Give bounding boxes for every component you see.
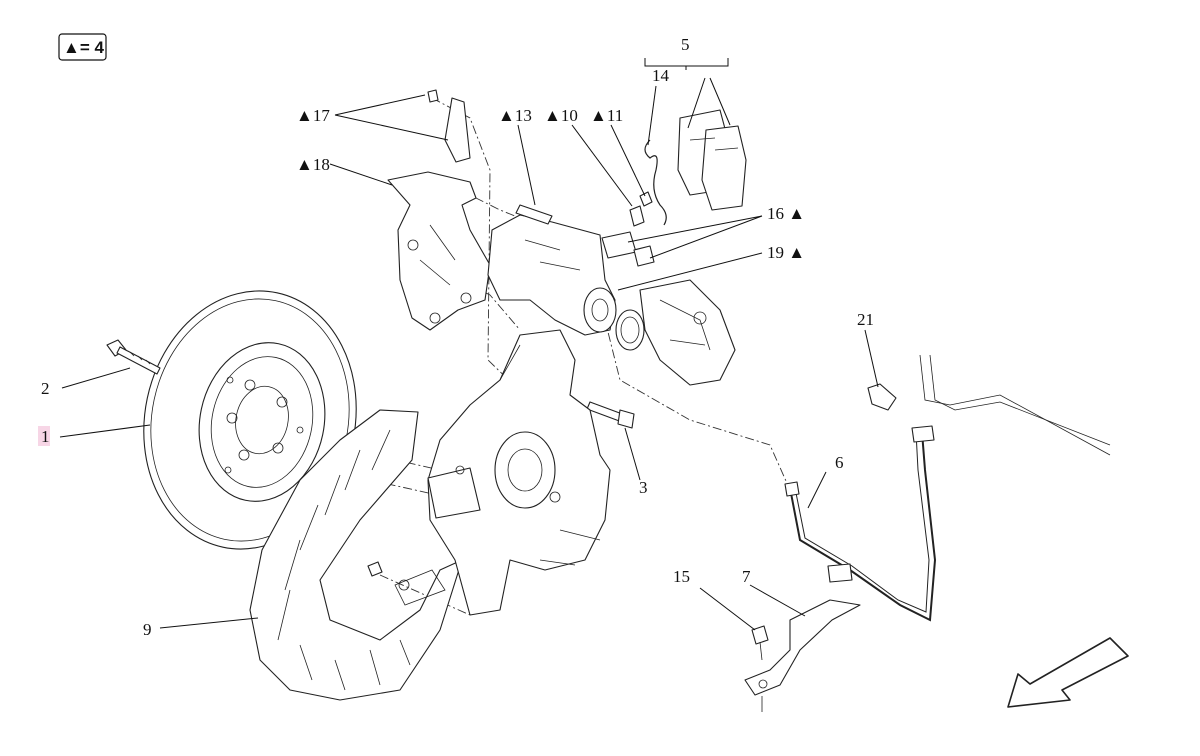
leader-lines [59,58,879,631]
guide-bushing[interactable] [601,231,655,267]
brake-line [919,354,1111,456]
piston-seal[interactable] [615,309,645,351]
dust-shield[interactable] [249,409,463,701]
guide-pin[interactable] [515,204,553,225]
bracket-screw[interactable] [751,625,769,661]
label-5[interactable]: 5 [681,35,690,54]
knuckle-bolt[interactable] [586,401,635,429]
hose-clip[interactable] [867,383,897,411]
steering-knuckle [427,329,611,616]
caliper-bracket[interactable] [387,171,491,331]
disc-bolt[interactable] [106,339,161,375]
hose-bracket[interactable] [744,599,861,696]
bleed-cap[interactable] [639,191,653,207]
label-6[interactable]: 6 [835,453,844,472]
label-7[interactable]: 7 [742,567,751,586]
brake-caliper [487,214,617,336]
label-14[interactable]: 14 [652,66,670,85]
legend: ▲= 4 [58,33,107,61]
label-19[interactable]: 19 ▲ [767,243,805,262]
brake-pads[interactable] [677,109,747,211]
label-10[interactable]: ▲10 [544,106,578,125]
label-11[interactable]: ▲11 [590,106,623,125]
brake-hose[interactable] [784,425,937,622]
direction-arrow-icon [1007,637,1129,708]
label-9[interactable]: 9 [143,620,152,639]
label-1-highlight [38,426,50,446]
legend-text: ▲= 4 [63,38,104,57]
pad-clip[interactable] [444,97,471,163]
bleed-screw[interactable] [629,205,645,227]
label-17[interactable]: ▲17 [296,106,330,125]
clip-screw[interactable] [427,89,439,103]
label-2[interactable]: 2 [41,379,50,398]
label-13[interactable]: ▲13 [498,106,532,125]
label-18[interactable]: ▲18 [296,155,330,174]
label-1[interactable]: 1 [41,427,50,446]
label-15[interactable]: 15 [673,567,690,586]
shield-screw[interactable] [367,561,383,577]
label-16[interactable]: 16 ▲ [767,204,805,223]
anti-rattle-spring[interactable] [644,139,667,226]
label-21[interactable]: 21 [857,310,874,329]
label-3[interactable]: 3 [639,478,648,497]
parking-actuator [639,279,736,386]
